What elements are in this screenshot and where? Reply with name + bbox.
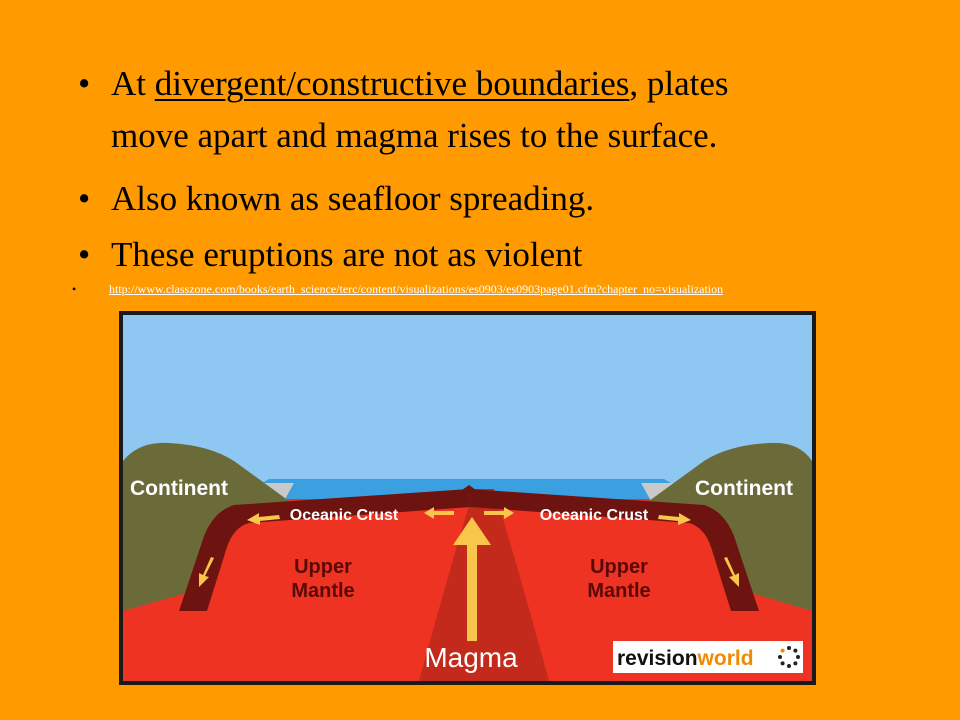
label-continent-right: Continent xyxy=(695,477,793,500)
label-continent-left: Continent xyxy=(130,477,228,500)
label-upper-right: Upper xyxy=(590,556,648,578)
label-magma: Magma xyxy=(424,642,518,673)
plate-movement-arrows xyxy=(199,507,739,587)
label-upper-left: Upper xyxy=(294,556,352,578)
arrow-right-icon xyxy=(484,507,514,519)
diagram-labels: Continent Continent Oceanic Crust Oceani… xyxy=(130,477,793,673)
bullet-1-prefix: At xyxy=(111,64,155,103)
label-oceanic-crust-right: Oceanic Crust xyxy=(540,507,649,524)
logo-background xyxy=(613,641,803,673)
logo-text-revision: revision xyxy=(617,647,698,670)
continent-right-shape xyxy=(649,442,812,611)
continent-left-shape xyxy=(123,442,289,611)
arrow-down-right-icon xyxy=(724,557,739,587)
logo-text-world: world xyxy=(697,647,754,670)
logo-dots-icon xyxy=(778,646,800,668)
diagram-svg: Continent Continent Oceanic Crust Oceani… xyxy=(119,311,816,685)
divergent-boundary-diagram: Continent Continent Oceanic Crust Oceani… xyxy=(119,311,816,685)
revisionworld-logo: revisionworld xyxy=(613,641,803,673)
magma-plume xyxy=(419,489,549,681)
bullet-dot: • xyxy=(78,64,91,103)
classzone-link[interactable]: http://www.classzone.com/books/earth_sci… xyxy=(109,282,724,296)
label-mantle-right: Mantle xyxy=(587,580,650,602)
arrow-down-left-icon xyxy=(199,557,214,587)
bullet-1-underlined-term: divergent/constructive boundaries xyxy=(154,64,630,103)
arrow-right-outer-icon xyxy=(658,513,691,525)
bullet-1-suffix: , plates xyxy=(629,64,729,103)
mid-ocean-ridge xyxy=(455,485,483,495)
bullet-dot: • xyxy=(78,179,91,218)
svg-text:revisionworld: revisionworld xyxy=(617,647,754,670)
arrow-left-outer-icon xyxy=(247,513,280,525)
bullet-dot: • xyxy=(78,235,91,274)
label-mantle-left: Mantle xyxy=(291,580,354,602)
label-oceanic-crust-left: Oceanic Crust xyxy=(290,507,399,524)
arrow-left-icon xyxy=(424,507,454,519)
bullet-dot: • xyxy=(72,282,77,296)
magma-rise-arrow-icon xyxy=(453,517,491,641)
